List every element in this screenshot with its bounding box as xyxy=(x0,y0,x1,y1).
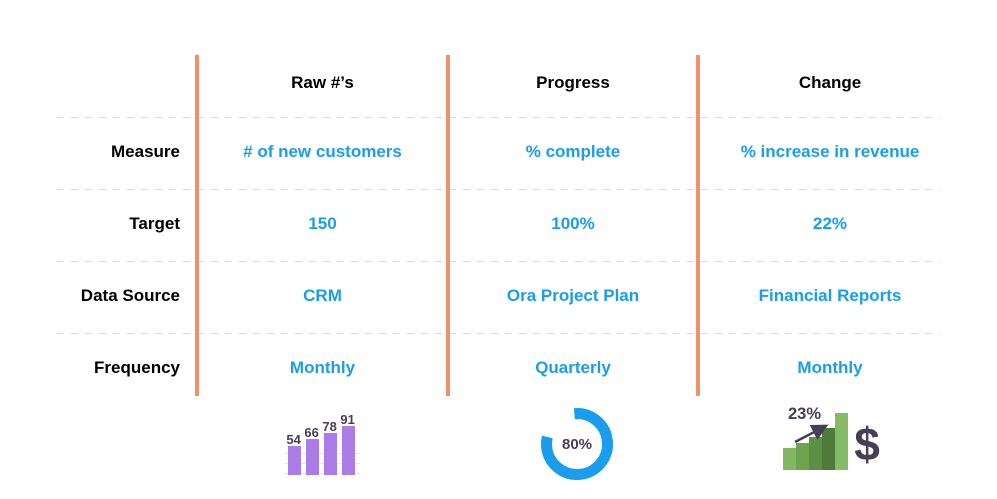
row-divider xyxy=(57,261,940,262)
cell-datasource-raw: CRM xyxy=(303,286,342,305)
cell-target-raw: 150 xyxy=(308,214,337,233)
row-divider xyxy=(57,333,940,334)
bar-value-label: 78 xyxy=(322,419,337,434)
row-label-data-source: Data Source xyxy=(80,286,180,305)
bar: 66 xyxy=(304,426,319,475)
bar: 91 xyxy=(340,413,355,475)
bar xyxy=(796,443,809,470)
cell-target-progress: 100% xyxy=(551,214,595,233)
cell-datasource-change: Financial Reports xyxy=(758,286,902,305)
bar xyxy=(835,413,848,470)
bar-value-label: 91 xyxy=(340,412,355,427)
dollar-sign-icon: $ xyxy=(854,418,880,470)
change-annotation-label: 23% xyxy=(788,405,822,423)
bar-chart-gridline xyxy=(284,453,360,454)
donut-center-label: 80% xyxy=(561,435,593,453)
bar xyxy=(783,448,796,470)
cell-measure-raw: # of new customers xyxy=(243,142,402,161)
bar-chart-gridline xyxy=(284,463,360,464)
cell-target-change: 22% xyxy=(812,214,848,233)
cell-measure-progress: % complete xyxy=(525,142,621,161)
row-label-target: Target xyxy=(129,214,180,233)
cell-datasource-progress: Ora Project Plan xyxy=(506,286,640,305)
row-divider xyxy=(57,117,940,118)
bar-value-label: 66 xyxy=(304,425,319,440)
column-divider-1 xyxy=(195,55,199,396)
cell-frequency-raw: Monthly xyxy=(289,358,356,377)
bar-chart-gridline xyxy=(284,473,360,474)
column-divider-3 xyxy=(696,55,700,396)
cell-frequency-change: Monthly xyxy=(797,358,863,377)
row-label-measure: Measure xyxy=(111,142,180,161)
row-label-frequency: Frequency xyxy=(94,358,180,377)
progress-donut-chart xyxy=(541,408,613,481)
cell-measure-change: % increase in revenue xyxy=(740,142,920,161)
bar-value-label: 54 xyxy=(286,432,301,447)
column-header-progress: Progress xyxy=(536,73,610,92)
column-divider-2 xyxy=(446,55,450,396)
cell-frequency-progress: Quarterly xyxy=(535,358,611,377)
row-divider xyxy=(57,189,940,190)
bar xyxy=(809,437,822,470)
column-header-raw-numbers: Raw #’s xyxy=(291,73,354,92)
up-trend-arrow-icon xyxy=(794,424,829,444)
column-header-change: Change xyxy=(798,73,862,92)
bar: 78 xyxy=(322,420,337,475)
bar: 54 xyxy=(286,433,301,475)
